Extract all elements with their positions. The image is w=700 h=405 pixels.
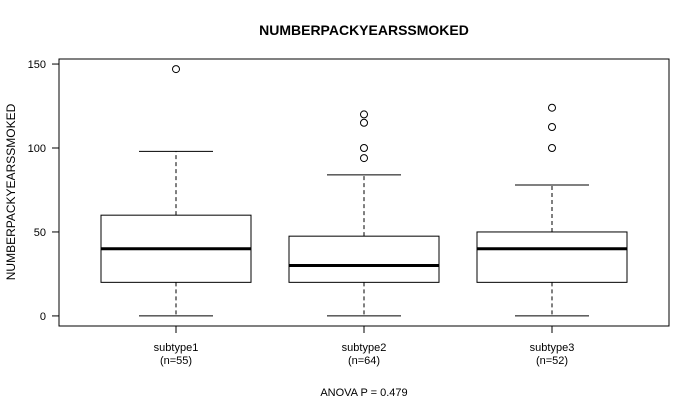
chart-marks: 0 50 100 150 subtype1(n=55) subtype2(n=64) sub… bbox=[28, 59, 628, 367]
x-tick-label: subtype3 bbox=[530, 342, 575, 354]
y-axis-label: NUMBERPACKYEARSSMOKED bbox=[4, 103, 18, 280]
outlier-point bbox=[548, 123, 556, 132]
outlier-point bbox=[360, 154, 368, 163]
x-tick-n-label: (n=52) bbox=[536, 355, 568, 367]
y-tick-label: 0 bbox=[40, 311, 46, 323]
outlier-point bbox=[360, 110, 368, 119]
x-tick-label: subtype1 bbox=[154, 342, 199, 354]
y-tick-label: 100 bbox=[28, 143, 46, 155]
x-tick-n-label: (n=55) bbox=[160, 355, 192, 367]
y-tick-label: 150 bbox=[28, 59, 46, 71]
iqr-box bbox=[288, 235, 440, 283]
y-tick-label: 50 bbox=[34, 227, 46, 239]
outlier-point bbox=[548, 144, 556, 152]
x-tick-n-label: (n=64) bbox=[348, 355, 380, 367]
outlier-point bbox=[172, 65, 180, 74]
anova-footer: ANOVA P = 0.479 bbox=[320, 387, 407, 399]
chart-title: NUMBERPACKYEARSSMOKED bbox=[259, 22, 469, 38]
outlier-point bbox=[360, 118, 368, 127]
outlier-point bbox=[548, 103, 556, 112]
outlier-point bbox=[360, 144, 368, 152]
iqr-box bbox=[476, 231, 628, 283]
x-tick-label: subtype2 bbox=[342, 342, 387, 354]
